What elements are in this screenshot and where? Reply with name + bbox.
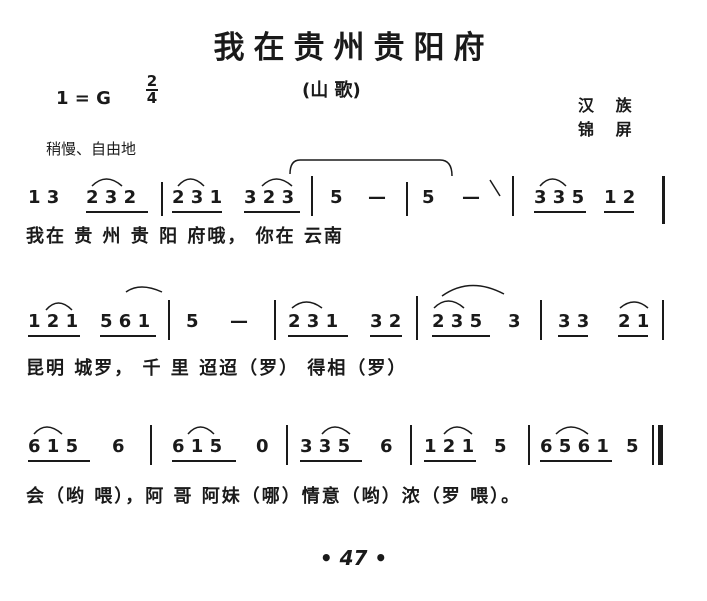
note-group: 3 3 — [558, 311, 590, 332]
note-group: 5 — [186, 311, 199, 332]
bar-line — [662, 300, 664, 340]
ethnicity-label: 汉 族 — [578, 96, 640, 115]
note-group: 3 3 5 — [300, 436, 351, 457]
note-group: 6 5 6 1 — [540, 436, 609, 457]
note-group: 6 1 5 — [172, 436, 223, 457]
bar-line — [161, 182, 163, 216]
time-bottom: 4 — [146, 89, 158, 107]
time-top: 2 — [146, 72, 158, 90]
underline — [288, 335, 348, 337]
genre-label: (山 歌) — [302, 80, 361, 101]
final-bar-thick — [658, 425, 663, 465]
slur — [619, 301, 649, 309]
underline — [172, 460, 236, 462]
note-group: 6 1 5 — [28, 436, 79, 457]
note-group: 3 — [508, 311, 521, 332]
breath-mark — [489, 179, 501, 197]
bar-line — [512, 176, 514, 216]
slur — [125, 286, 163, 293]
bar-line — [286, 425, 288, 465]
slur — [555, 426, 589, 435]
bar-line — [311, 176, 313, 216]
final-bar-thin — [652, 425, 654, 465]
underline — [86, 211, 148, 213]
slur — [539, 178, 567, 187]
tie — [289, 159, 453, 177]
note-group: 2 1 — [618, 311, 650, 332]
slur — [261, 178, 293, 187]
underline — [100, 335, 156, 337]
underline — [244, 211, 300, 213]
underline — [28, 460, 90, 462]
bar-line — [274, 300, 276, 340]
underline — [424, 460, 476, 462]
page-number: • 47 • — [319, 546, 388, 570]
slur — [443, 426, 473, 435]
note-group: 3 2 3 — [244, 187, 295, 208]
note-group: 1 2 1 — [424, 436, 475, 457]
lyric-line-1: 我在 贵 州 贵 阳 府哦， 你在 云南 — [26, 226, 344, 247]
note-group: 2 3 1 — [288, 311, 339, 332]
time-signature: 2 4 — [146, 74, 158, 106]
underline — [432, 335, 490, 337]
underline — [370, 335, 402, 337]
bar-line — [168, 300, 170, 340]
bar-line — [540, 300, 542, 340]
slur — [321, 426, 351, 435]
slur — [187, 426, 215, 435]
note-group: 5 6 1 — [100, 311, 151, 332]
key-signature: 1 = G 2 4 — [56, 74, 158, 109]
note-group: 5 — [330, 187, 343, 208]
note-group: 2 3 2 — [86, 187, 137, 208]
note-group: — — [462, 187, 480, 208]
note-group: 3 2 — [370, 311, 402, 332]
note-group: 1 2 — [604, 187, 636, 208]
note-group: 5 — [422, 187, 435, 208]
slur — [433, 300, 465, 309]
note-group: 6 — [380, 436, 393, 457]
note-group: 0 — [256, 436, 269, 457]
slur — [177, 178, 205, 187]
slur — [33, 426, 63, 435]
underline — [558, 335, 588, 337]
underline — [618, 335, 648, 337]
note-group: 1 2 1 — [28, 311, 79, 332]
slur — [45, 302, 73, 311]
note-group: 5 — [494, 436, 507, 457]
underline — [172, 211, 222, 213]
bar-line — [410, 425, 412, 465]
underline — [28, 335, 80, 337]
key-label: 1 = G — [56, 88, 111, 109]
bar-line — [406, 182, 408, 216]
song-title: 我在贵州贵阳府 — [213, 30, 494, 66]
tempo-marking: 稍慢、自由地 — [46, 140, 137, 158]
place-label: 锦 屏 — [578, 120, 640, 139]
lyric-line-3: 会（哟 喂），阿 哥 阿妹（哪）情意（哟）浓（罗 喂）。 — [26, 486, 522, 507]
note-group: 3 3 5 — [534, 187, 585, 208]
bar-line — [416, 296, 418, 340]
bar-line — [528, 425, 530, 465]
note-group: — — [230, 311, 248, 332]
underline — [604, 211, 634, 213]
note-group: 6 — [112, 436, 125, 457]
bar-line — [150, 425, 152, 465]
note-group: — — [368, 187, 386, 208]
slur — [91, 178, 123, 187]
note-group: 1 3 — [28, 187, 60, 208]
note-group: 2 3 5 — [432, 311, 483, 332]
slur — [441, 284, 505, 297]
underline — [300, 460, 362, 462]
underline — [534, 211, 586, 213]
underline — [540, 460, 612, 462]
lyric-line-2: 昆明 城罗， 千 里 迢迢（罗） 得相（罗） — [26, 358, 408, 379]
note-group: 5 — [626, 436, 639, 457]
note-group: 2 3 1 — [172, 187, 223, 208]
slur — [291, 301, 323, 309]
bar-line — [662, 176, 665, 224]
